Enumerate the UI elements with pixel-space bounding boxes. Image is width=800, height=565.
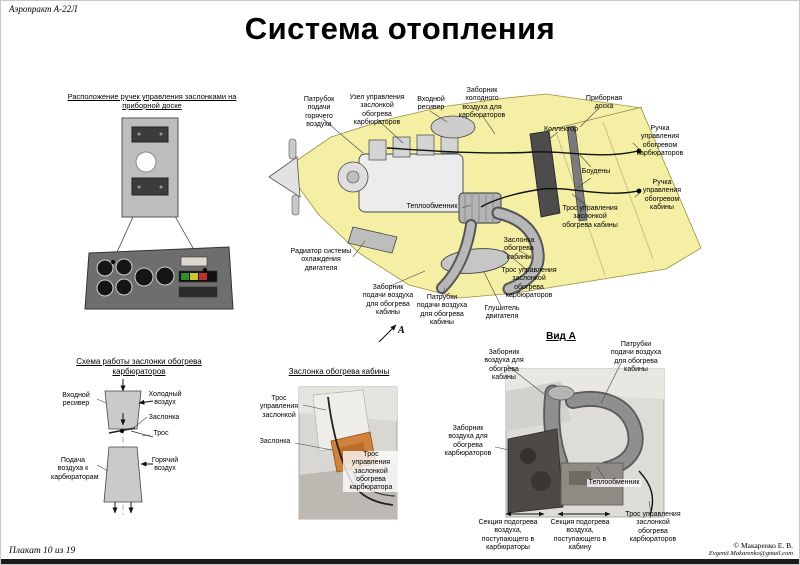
copyright-text: © Макаренко Е. В. [733, 541, 793, 550]
panel-section-title: Расположение ручек управления заслонками… [67, 92, 237, 110]
label-instrument-panel: Приборная доска [585, 95, 623, 111]
scheme-label-cable: Трос [153, 430, 169, 437]
main-leader-lines [322, 107, 642, 307]
label-engine-muffler: Глушитель двигателя [484, 305, 520, 321]
engine-diagram-art [268, 93, 702, 343]
instrument-panel-art [84, 117, 234, 310]
label-carb-heat-control-unit: Узел управления заслонкой обогрева карбю… [349, 94, 405, 126]
label-hot-air-pipe: Патрубок подачи горячего воздуха [303, 96, 335, 128]
view-a-photo [494, 362, 665, 518]
damper-label-control-cable: Трос управления заслонкой [259, 395, 299, 419]
author-email: Evgenii.Makarenko@gmail.com [708, 550, 793, 557]
credit-block: © Макаренко Е. В. Evgenii.Makarenko@gmai… [709, 541, 793, 557]
viewa-label-carb-intake: Заборник воздуха для обогрева карбюратор… [444, 425, 492, 457]
scheme-label-cold-air: Холодный воздух [148, 391, 182, 407]
scheme-section-title: Схема работы заслонки обогрева карбюрато… [76, 357, 202, 376]
label-carb-heat-knob: Ручка управления обогревом карбюраторов [636, 125, 684, 157]
scheme-art [96, 379, 154, 515]
poster-page-number: Плакат 10 из 19 [9, 546, 76, 556]
label-cabin-air-intake: Заборник подачи воздуха для обогрева каб… [362, 284, 414, 316]
label-cabin-air-pipes: Патрубки подачи воздуха для обогрева каб… [416, 294, 468, 326]
viewa-label-heat-exchanger: Теплообменник [587, 479, 641, 488]
viewa-label-carb-heat-section: Секция подогрева воздуха, поступающего в… [478, 519, 538, 551]
label-cabin-heat-damper: Заслонка обогрева кабины [503, 237, 535, 261]
scheme-label-hot-air: Горячий воздух [151, 457, 179, 473]
damper-label-damper: Заслонка [259, 438, 291, 445]
bottom-edge-strip [1, 559, 799, 564]
label-carb-damper-cable: Трос управления заслонкой обогрева карбю… [501, 267, 557, 299]
doc-ref: Аэропракт А-22Л [9, 4, 78, 14]
viewa-label-cabin-pipes: Патрубки подачи воздуха для обогрева каб… [610, 341, 662, 373]
scheme-label-air-to-carbs: Подача воздуха к карбюраторам [51, 457, 99, 481]
scheme-label-inlet-receiver: Входной ресивер [62, 392, 90, 408]
page-title: Система отопления [244, 11, 556, 46]
scheme-label-damper: Заслонка [148, 414, 180, 421]
label-bowden-cables: Боудены [581, 168, 611, 175]
label-cold-air-intake: Заборник холодного воздуха для карбюрато… [458, 87, 506, 119]
label-cabin-heat-knob: Ручка управления обогревом кабины [642, 179, 682, 211]
label-heat-exchanger: Теплообменник [406, 203, 458, 210]
viewa-label-carb-damper-cable: Трос управления заслонкой обогрева карбю… [625, 511, 681, 543]
label-cabin-damper-cable: Трос управления заслонкой обогрева кабин… [562, 205, 618, 229]
view-a-marker: А [398, 325, 405, 336]
viewa-label-cabin-intake: Заборник воздуха для обогрева кабины [484, 349, 524, 381]
viewa-label-cabin-heat-section: Секция подогрева воздуха, поступающего в… [550, 519, 610, 551]
damper-label-carb-cable: Трос управления заслонкой обогрева карбю… [343, 451, 399, 493]
view-a-title: Вид А [546, 331, 576, 342]
cabin-damper-section-title: Заслонка обогрева кабины [288, 367, 390, 376]
label-inlet-receiver: Входной ресивер [417, 96, 445, 112]
label-engine-radiator: Радиатор системы охлаждения двигателя [290, 248, 352, 272]
label-collector: Коллектор [544, 126, 578, 133]
